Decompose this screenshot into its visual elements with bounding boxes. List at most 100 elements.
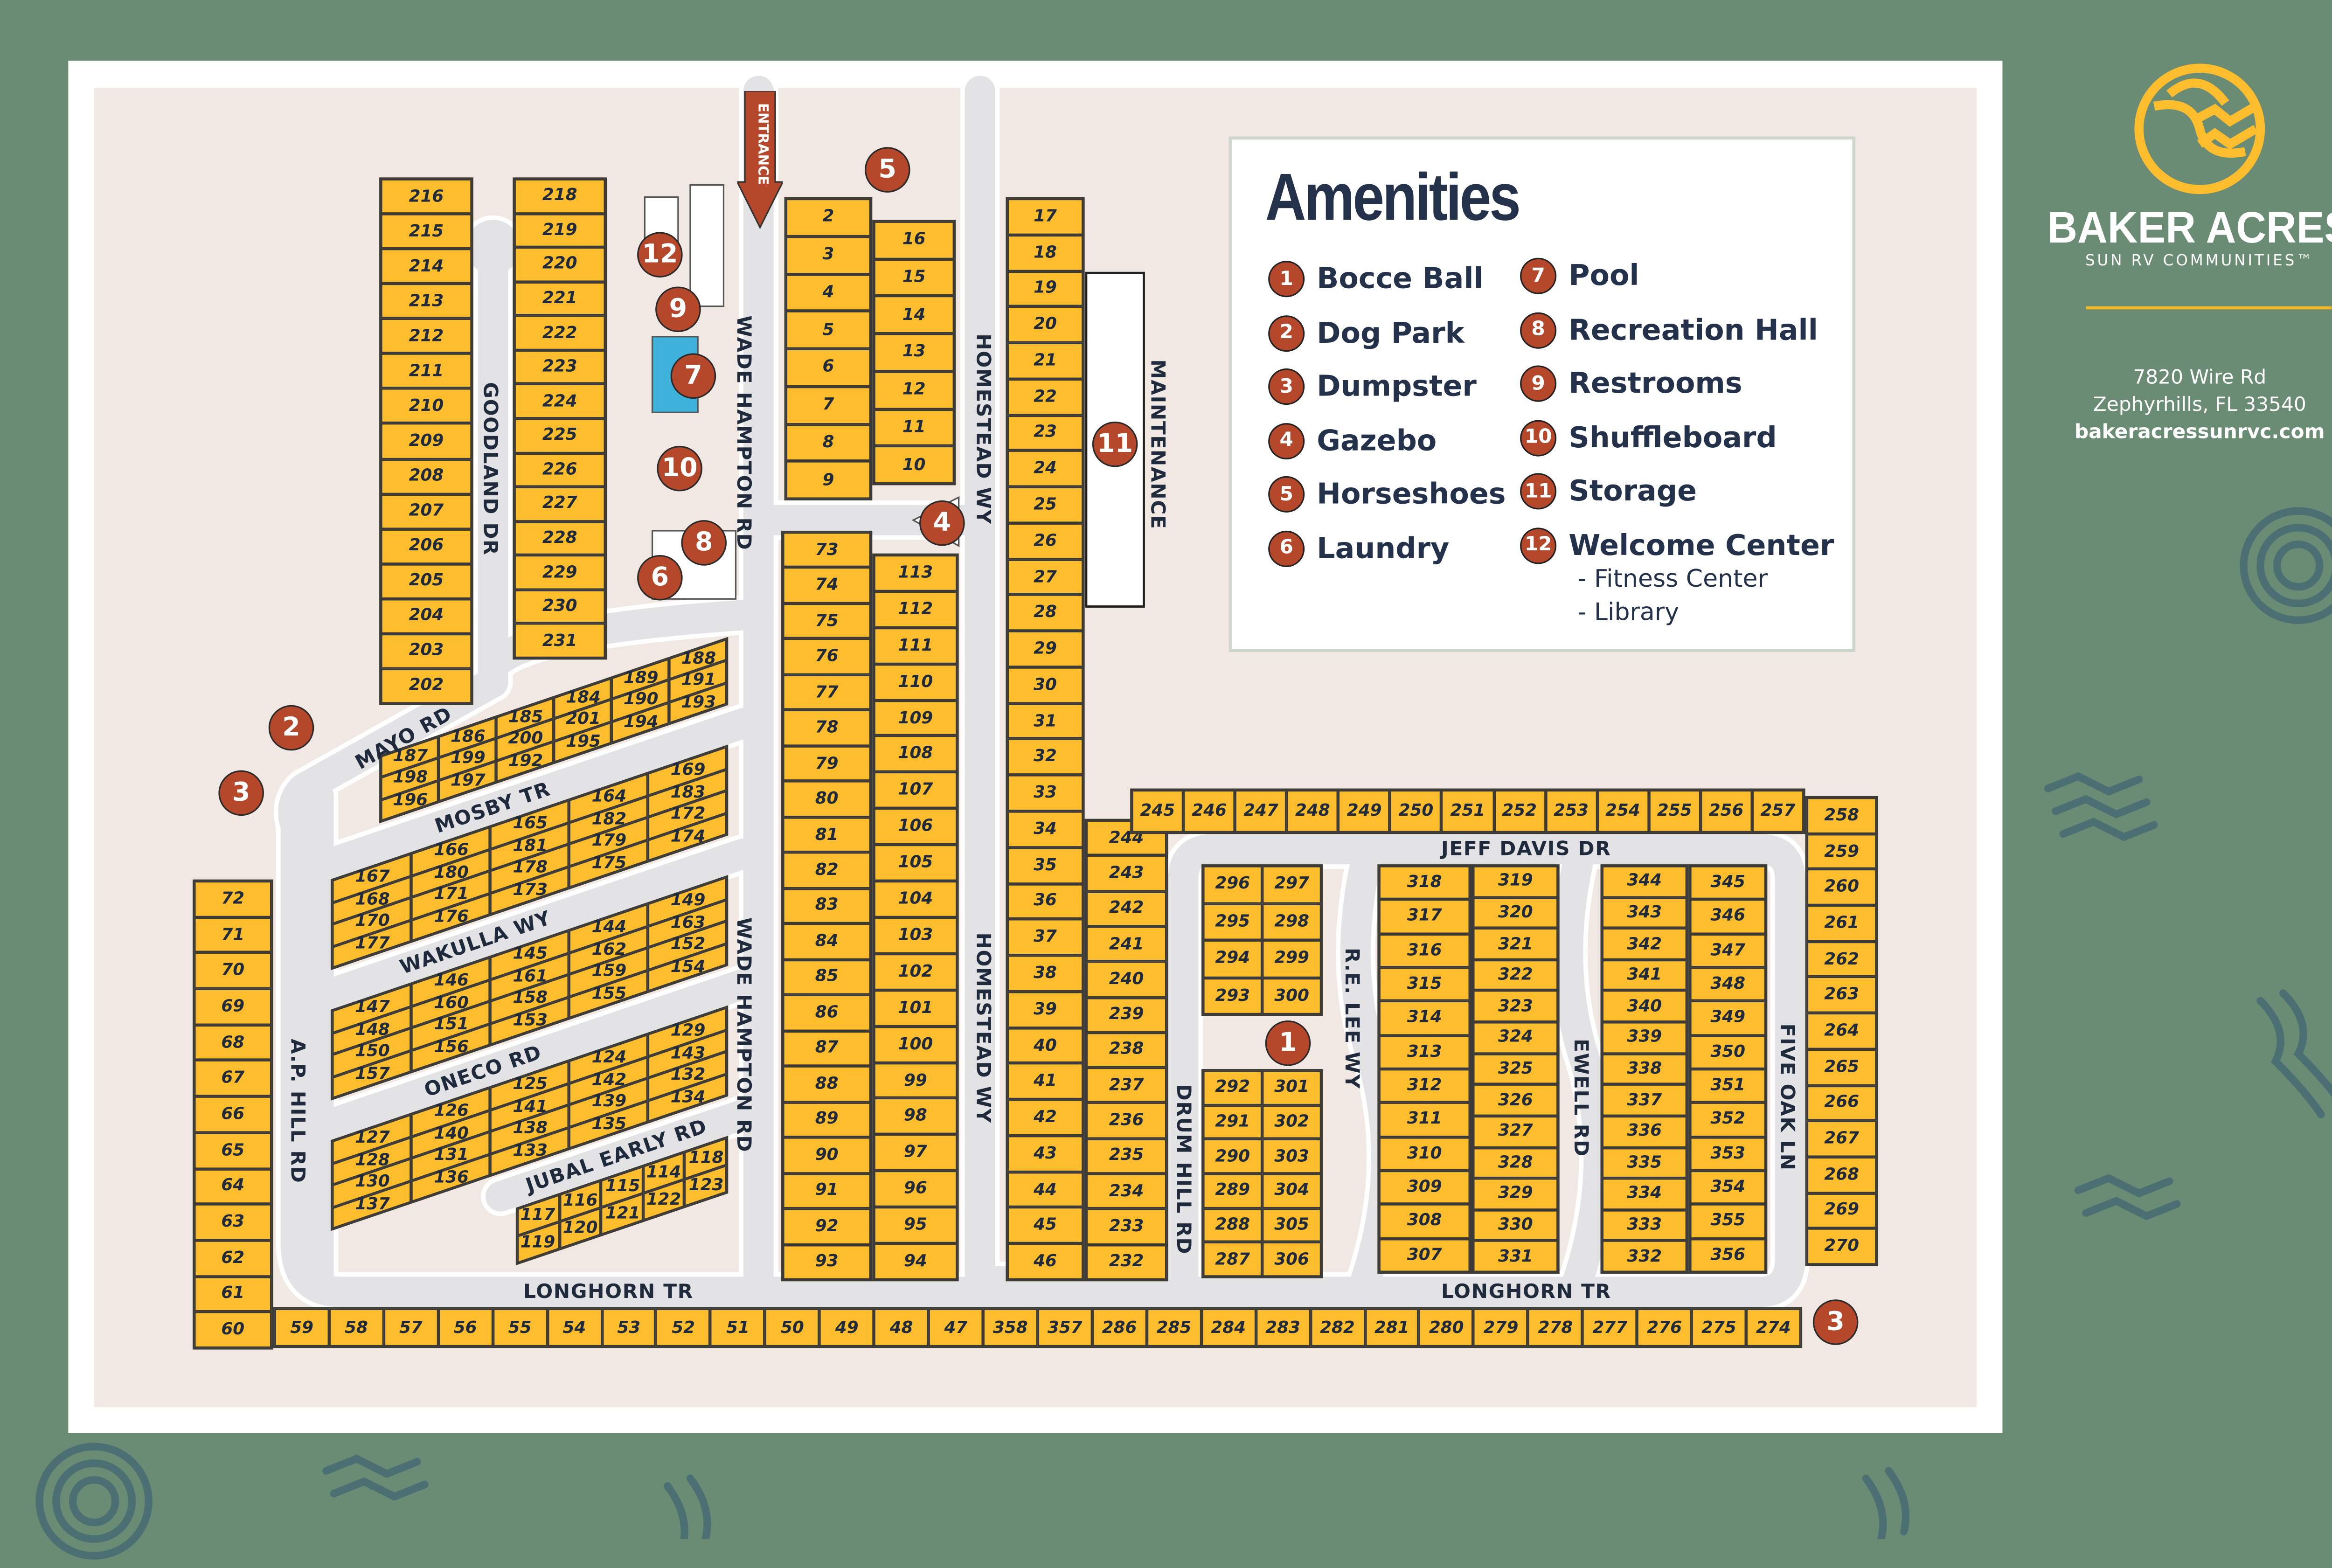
lot-302[interactable]: 302 [1262,1105,1322,1139]
amenity-marker-1[interactable]: 1 [1265,1020,1311,1066]
lot-85[interactable]: 85 [783,959,871,995]
amenity-marker-3[interactable]: 3 [218,770,264,816]
lot-325[interactable]: 325 [1473,1053,1558,1085]
amenity-marker-3[interactable]: 3 [1812,1299,1859,1345]
lot-86[interactable]: 86 [783,995,871,1031]
lot-216[interactable]: 216 [381,179,472,214]
lot-73[interactable]: 73 [783,532,871,568]
lot-207[interactable]: 207 [381,493,472,529]
lot-113[interactable]: 113 [874,555,958,591]
lot-253[interactable]: 253 [1545,790,1597,833]
lot-307[interactable]: 307 [1379,1238,1470,1272]
lot-202[interactable]: 202 [381,668,472,704]
lot-249[interactable]: 249 [1338,790,1390,833]
lot-55[interactable]: 55 [493,1308,548,1347]
lot-232[interactable]: 232 [1086,1244,1167,1280]
lot-10[interactable]: 10 [874,446,954,484]
lot-26[interactable]: 26 [1007,523,1083,559]
lot-70[interactable]: 70 [194,952,272,989]
lot-300[interactable]: 300 [1262,977,1322,1015]
lot-321[interactable]: 321 [1473,928,1558,960]
lot-257[interactable]: 257 [1752,790,1804,833]
lot-339[interactable]: 339 [1602,1022,1687,1054]
amenity-marker-10[interactable]: 10 [657,445,702,492]
lot-42[interactable]: 42 [1007,1099,1083,1136]
lot-358[interactable]: 358 [983,1308,1038,1347]
lot-237[interactable]: 237 [1086,1068,1167,1103]
lot-310[interactable]: 310 [1379,1137,1470,1171]
lot-333[interactable]: 333 [1602,1209,1687,1241]
lot-33[interactable]: 33 [1007,775,1083,812]
lot-92[interactable]: 92 [783,1208,871,1244]
amenity-marker-7[interactable]: 7 [670,353,716,399]
lot-334[interactable]: 334 [1602,1178,1687,1210]
lot-13[interactable]: 13 [874,333,954,372]
lot-246[interactable]: 246 [1183,790,1235,833]
lot-64[interactable]: 64 [194,1168,272,1205]
lot-223[interactable]: 223 [514,350,605,384]
lot-27[interactable]: 27 [1007,559,1083,595]
lot-293[interactable]: 293 [1203,977,1263,1015]
lot-284[interactable]: 284 [1201,1308,1256,1347]
lot-68[interactable]: 68 [194,1025,272,1061]
lot-240[interactable]: 240 [1086,961,1167,997]
lot-111[interactable]: 111 [874,627,958,664]
lot-298[interactable]: 298 [1262,903,1322,940]
lot-104[interactable]: 104 [874,881,958,917]
lot-81[interactable]: 81 [783,817,871,853]
lot-337[interactable]: 337 [1602,1084,1687,1116]
lot-274[interactable]: 274 [1746,1308,1801,1347]
amenity-marker-11[interactable]: 11 [1092,421,1138,467]
lot-47[interactable]: 47 [929,1308,983,1347]
lot-107[interactable]: 107 [874,772,958,809]
lot-347[interactable]: 347 [1690,933,1766,968]
lot-41[interactable]: 41 [1007,1063,1083,1100]
lot-102[interactable]: 102 [874,953,958,990]
lot-66[interactable]: 66 [194,1096,272,1133]
lot-210[interactable]: 210 [381,389,472,424]
lot-331[interactable]: 331 [1473,1241,1558,1272]
lot-350[interactable]: 350 [1690,1035,1766,1069]
lot-22[interactable]: 22 [1007,379,1083,415]
lot-227[interactable]: 227 [514,487,605,521]
lot-4[interactable]: 4 [785,273,871,312]
lot-79[interactable]: 79 [783,746,871,782]
lot-312[interactable]: 312 [1379,1069,1470,1103]
lot-356[interactable]: 356 [1690,1238,1766,1272]
lot-291[interactable]: 291 [1203,1105,1263,1139]
lot-245[interactable]: 245 [1131,790,1184,833]
lot-31[interactable]: 31 [1007,703,1083,739]
lot-313[interactable]: 313 [1379,1035,1470,1069]
lot-91[interactable]: 91 [783,1173,871,1209]
lot-103[interactable]: 103 [874,917,958,954]
lot-48[interactable]: 48 [874,1308,929,1347]
lot-75[interactable]: 75 [783,603,871,639]
lot-348[interactable]: 348 [1690,967,1766,1001]
lot-69[interactable]: 69 [194,988,272,1025]
lot-25[interactable]: 25 [1007,487,1083,523]
lot-234[interactable]: 234 [1086,1173,1167,1209]
lot-108[interactable]: 108 [874,736,958,773]
lot-296[interactable]: 296 [1203,866,1263,903]
lot-214[interactable]: 214 [381,249,472,284]
lot-46[interactable]: 46 [1007,1243,1083,1280]
lot-43[interactable]: 43 [1007,1135,1083,1172]
lot-205[interactable]: 205 [381,563,472,599]
lot-229[interactable]: 229 [514,555,605,590]
amenity-marker-9[interactable]: 9 [655,286,701,333]
lot-3[interactable]: 3 [785,236,871,274]
lot-318[interactable]: 318 [1379,866,1470,900]
lot-335[interactable]: 335 [1602,1147,1687,1179]
lot-336[interactable]: 336 [1602,1116,1687,1147]
lot-97[interactable]: 97 [874,1135,958,1171]
amenity-marker-2[interactable]: 2 [268,705,314,751]
lot-29[interactable]: 29 [1007,631,1083,667]
lot-56[interactable]: 56 [438,1308,493,1347]
lot-254[interactable]: 254 [1596,790,1649,833]
lot-106[interactable]: 106 [874,808,958,845]
lot-327[interactable]: 327 [1473,1116,1558,1147]
lot-220[interactable]: 220 [514,247,605,282]
lot-2[interactable]: 2 [785,198,871,236]
lot-278[interactable]: 278 [1528,1308,1583,1347]
lot-15[interactable]: 15 [874,258,954,297]
